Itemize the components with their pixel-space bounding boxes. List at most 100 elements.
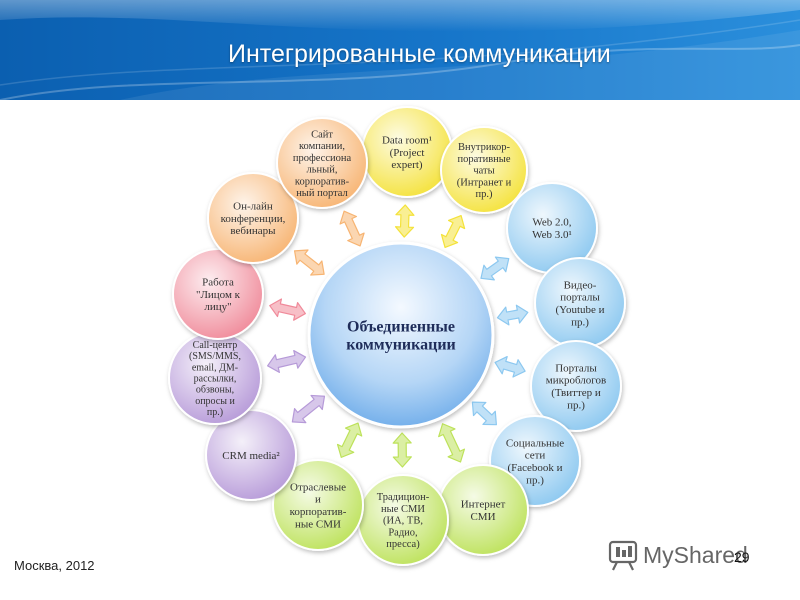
myshared-logo: MyShared [608, 540, 748, 571]
connector-arrow-internal-chats [440, 214, 466, 249]
node-video-portals: Видео-порталы(Youtube ипр.) [534, 257, 626, 349]
connector-arrow-web [480, 256, 510, 281]
node-circle [207, 172, 299, 264]
node-label-line: Web 3.0¹ [532, 229, 572, 241]
center-label-line: Объединенные [347, 319, 455, 336]
connector-arrow-data-room [394, 204, 415, 238]
connector-arrow-traditional-media [392, 432, 412, 468]
node-label-line: Видео- [564, 279, 597, 291]
node-label-line: СМИ [470, 511, 495, 523]
header-banner: Интегрированные коммуникации [0, 0, 800, 100]
node-label-line: Внутрикор- [458, 142, 511, 153]
page-number: 29 [734, 549, 750, 565]
slide-title: Интегрированные коммуникации [228, 40, 611, 68]
node-label-line: вебинары [230, 225, 276, 237]
node-label-line: ные СМИ [295, 518, 341, 530]
node-label-line: expert) [391, 159, 422, 171]
node-company-site: Сайткомпании,профессиональный,корпоратив… [276, 117, 368, 209]
node-label-line: email, ДМ- [192, 362, 238, 373]
center-label-line: коммуникации [346, 337, 456, 354]
node-label-line: и [315, 494, 321, 506]
connector-arrow-social-networks [471, 401, 497, 426]
nodes: Data room¹(Projectexpert)Внутрикор-порат… [168, 106, 626, 566]
node-circle [272, 459, 364, 551]
node-label-line: (Youtube и [555, 304, 604, 316]
node-label-line: обзвоны, [196, 385, 234, 396]
center-circle [307, 241, 495, 429]
node-label-line: пр.) [207, 407, 223, 418]
node-circle [172, 248, 264, 340]
node-label-line: опросы и [195, 396, 235, 407]
connector-arrow-call-center [267, 349, 307, 373]
node-label-line: профессиона [293, 153, 352, 164]
node-label-line: пр.) [571, 316, 589, 328]
node-label-line: Data room¹ [382, 135, 432, 147]
node-label-line: CRM media² [222, 450, 280, 462]
node-circle [440, 126, 528, 214]
node-label-line: ный портал [296, 188, 348, 199]
node-label-line: сети [525, 450, 546, 462]
node-circle [205, 409, 297, 501]
node-label-line: пр.) [567, 399, 585, 411]
node-label-line: (Project [390, 147, 425, 159]
node-label-line: Web 2.0, [532, 217, 571, 229]
connector-arrow-microblogs [494, 355, 526, 378]
node-circle [276, 117, 368, 209]
connector-arrow-industry-media [336, 422, 363, 458]
node-label-line: поративные [457, 154, 510, 165]
node-label-line: Отраслевые [290, 481, 346, 493]
node-crm-media: CRM media² [205, 409, 297, 501]
node-label-line: ные СМИ [381, 504, 425, 515]
footer-city-date: Москва, 2012 [14, 558, 95, 573]
connector-arrow-video-portals [496, 304, 529, 326]
connector-arrow-internet-media [438, 423, 466, 463]
node-label-line: лицу" [204, 301, 231, 313]
node-label-line: корпоратив- [290, 506, 347, 518]
node-label-line: пр.) [526, 474, 544, 486]
node-label-line: (SMS/MMS, [189, 351, 241, 362]
connector-arrow-face-to-face [269, 298, 306, 321]
node-label-line: Call-центр [193, 340, 238, 351]
node-label-line: чаты [473, 166, 494, 177]
node-label-line: порталы [560, 292, 600, 304]
connector-arrow-company-site [339, 210, 365, 247]
node-label-line: Он-лайн [233, 201, 273, 213]
header-background [0, 0, 800, 100]
node-label-line: (ИА, ТВ, [383, 516, 423, 527]
node-label-line: компании, [299, 141, 345, 152]
connector-arrow-online-conferences [293, 249, 325, 276]
watermark-text: MyShared [643, 542, 748, 568]
node-label-line: микроблогов [546, 375, 606, 387]
node-circle [530, 340, 622, 432]
node-label-line: Работа [202, 277, 234, 289]
node-label-line: Социальные [506, 437, 564, 449]
node-traditional-media: Традицион-ные СМИ(ИА, ТВ,Радио,пресса) [357, 474, 449, 566]
node-label-line: рассылки, [194, 374, 237, 385]
node-label-line: Традицион- [377, 492, 430, 503]
node-label-line: Порталы [555, 362, 597, 374]
connector-arrow-crm-media [291, 394, 326, 424]
node-label-line: корпоратив- [295, 176, 350, 187]
node-call-center: Call-центр(SMS/MMS,email, ДМ-рассылки,об… [168, 331, 262, 425]
node-label-line: (Facebook и [507, 462, 562, 474]
node-label-line: пр.) [476, 189, 493, 200]
node-label-line: льный, [307, 165, 338, 176]
node-label-line: "Лицом к [196, 289, 241, 301]
node-label-line: Сайт [311, 129, 333, 140]
node-label-line: (Твиттер и [551, 387, 601, 399]
node-label-line: конференции, [221, 213, 286, 225]
node-label-line: (Интранет и [457, 177, 512, 188]
node-label-line: пресса) [386, 539, 420, 550]
arrows [267, 204, 529, 468]
node-label-line: Радио, [388, 527, 417, 538]
